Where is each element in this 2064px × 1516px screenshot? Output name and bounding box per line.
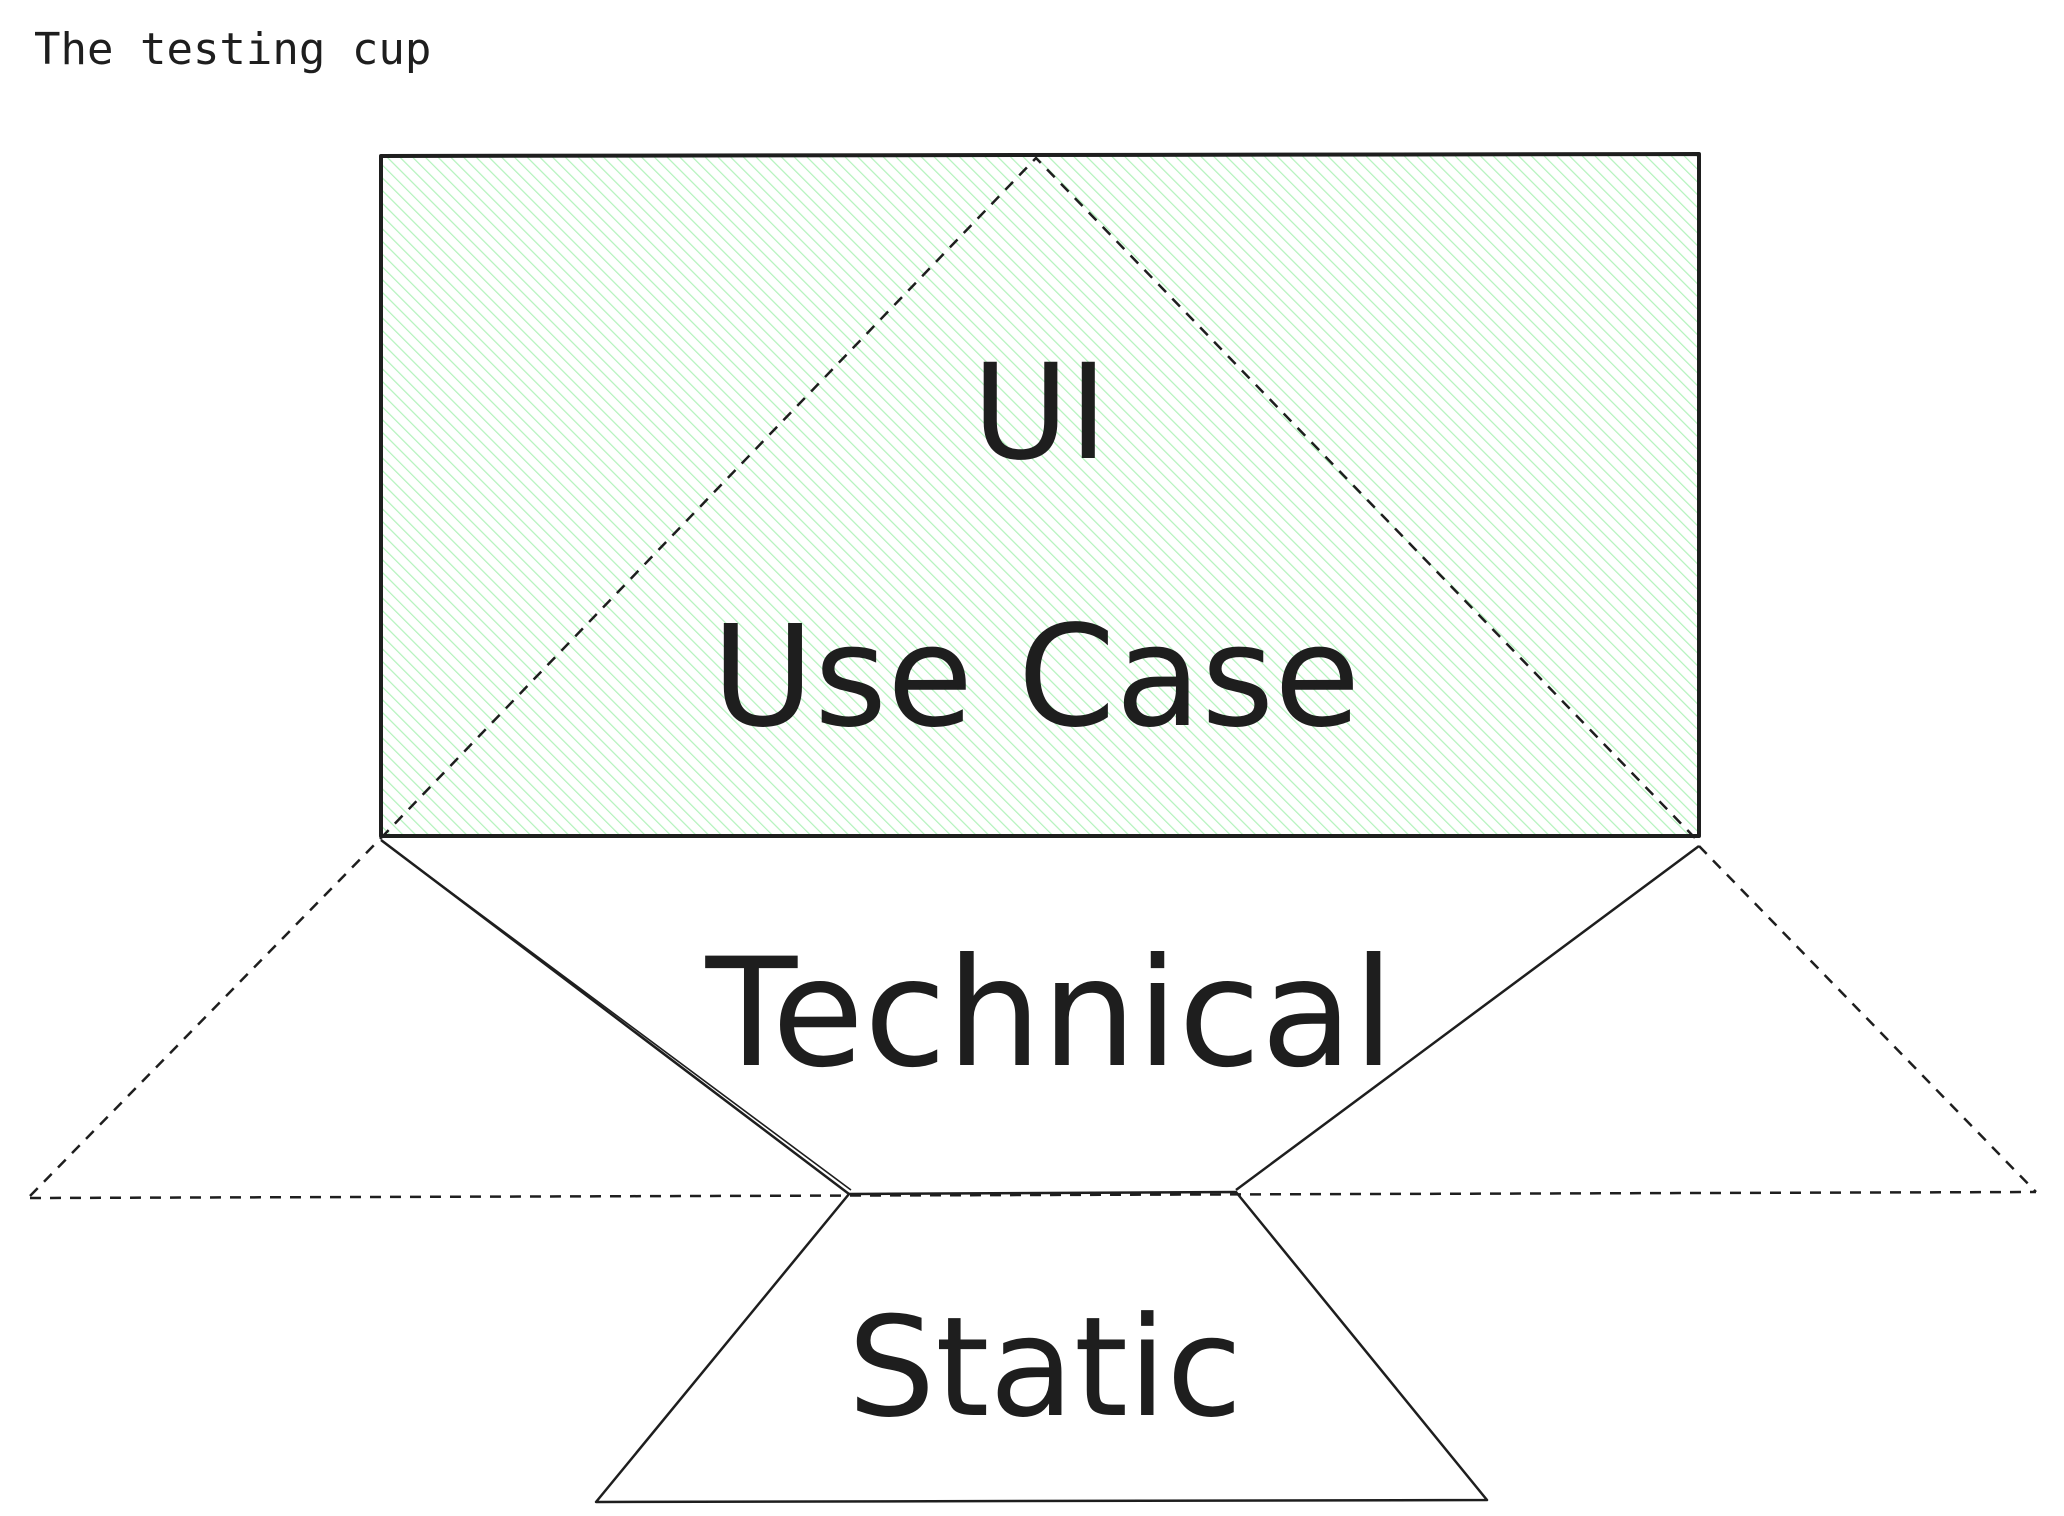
technical-label: Technical [705,927,1395,1101]
use-case-rectangle-border [379,152,1701,838]
diagram-title: The testing cup [34,24,431,75]
technical-pyramid-dashed-base [29,1190,2037,1200]
technical-pyramid-dashed-sides [29,837,382,1197]
static-trapezoid [594,1190,1489,1504]
technical-trapezoid-left-side-double [385,843,852,1191]
use-case-label: Use Case [712,596,1361,759]
ui-label: UI [972,336,1108,490]
technical-pyramid-dashed-sides-right [1698,845,2037,1193]
static-label: Static [848,1287,1243,1448]
ui-pyramid-dashed-lines [380,156,1696,839]
use-case-rectangle-fill [381,156,1699,836]
technical-trapezoid-right-side [1235,844,1700,1192]
